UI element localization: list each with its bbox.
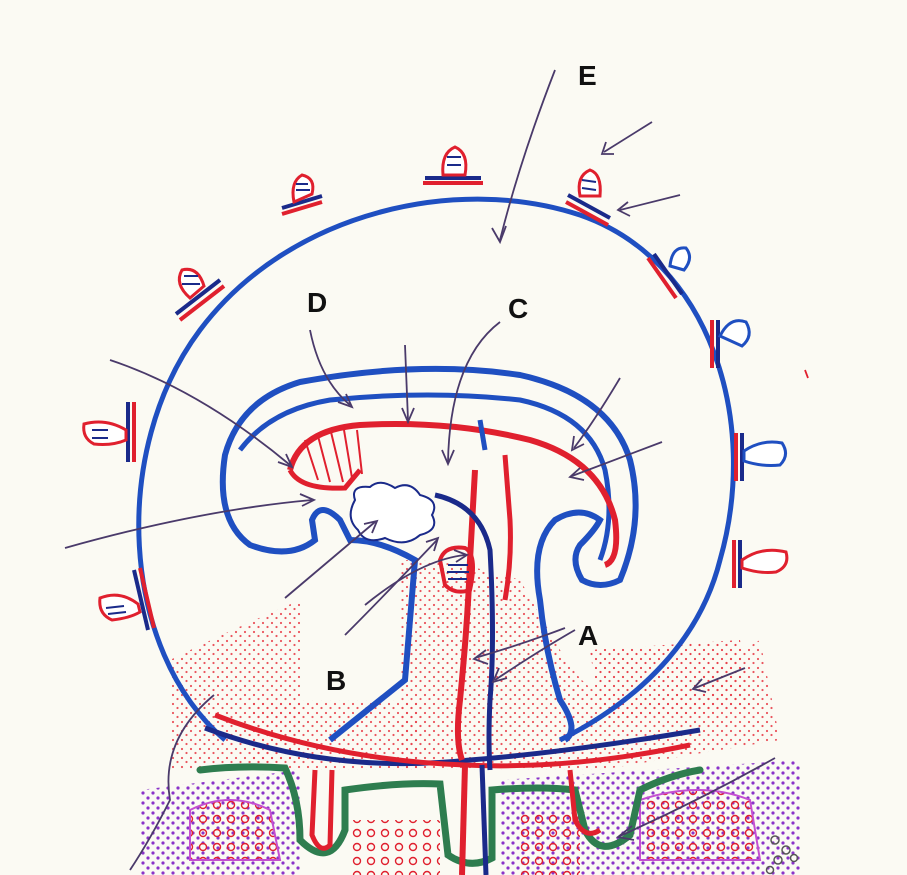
arrow-e <box>500 70 555 240</box>
arrow-yolk <box>285 522 375 598</box>
arrow-c <box>448 322 500 462</box>
arrow-d <box>310 330 350 405</box>
arrow-right-2 <box>572 442 662 476</box>
arrow-left-2 <box>65 500 312 548</box>
yolk-sac <box>351 483 435 543</box>
label-c: C <box>508 293 528 324</box>
label-a: A <box>578 620 598 651</box>
arrow-top-mid <box>405 345 408 420</box>
arrow-left-1 <box>110 360 290 465</box>
label-e: E <box>578 60 597 91</box>
embryonic-disc-red <box>290 424 616 565</box>
umbilical-artery-red <box>505 455 510 600</box>
arrow-villus-1 <box>604 122 652 152</box>
decidual-stroma <box>170 560 780 770</box>
maternal-tissue <box>140 760 800 875</box>
label-d: D <box>307 287 327 318</box>
chorionic-villi <box>84 147 787 630</box>
label-b: B <box>326 665 346 696</box>
arrow-villus-2 <box>620 195 680 210</box>
